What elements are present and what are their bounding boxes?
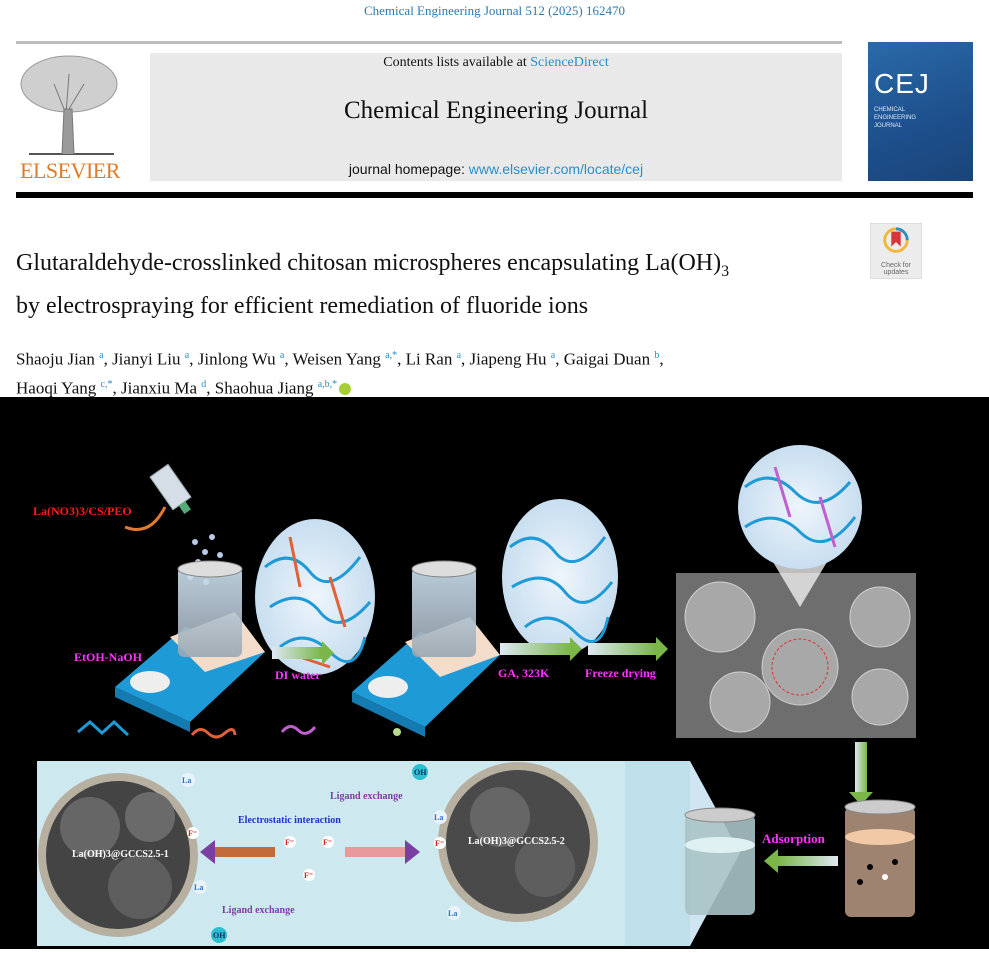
graphical-abstract-figure: La(NO3)3/CS/PEO EtOH-NaOH DI water GA, 3… (33, 445, 916, 946)
author-line: Shaoju Jian a, Jianyi Liu a, Jinlong Wu … (16, 349, 664, 369)
process-arrow-2 (500, 643, 570, 655)
interaction-arrow-right (345, 847, 405, 857)
sample2-label: La(OH)3@GCCS2.5-2 (468, 836, 565, 847)
author-affiliation[interactable]: a,* (385, 350, 398, 361)
legend-ga-icon (280, 725, 317, 735)
graphical-abstract: La(NO3)3/CS/PEO EtOH-NaOH DI water GA, 3… (0, 397, 989, 949)
ligand-exchange-top-label: Ligand exchange (330, 791, 403, 802)
author-affiliation[interactable]: a (279, 350, 285, 361)
journal-cover[interactable]: CEJ CHEMICAL ENGINEERING JOURNAL (868, 42, 973, 181)
microsphere-1 (38, 773, 198, 937)
fluoride-ion: F⁻ (304, 871, 313, 880)
journal-title: Chemical Engineering Journal (343, 97, 649, 124)
fluoride-ion-icons: F⁻ F⁻ F⁻ F⁻ F⁻ (187, 827, 446, 881)
process-arrow-down (855, 742, 867, 792)
crosslinked-mesh-3 (738, 445, 862, 569)
title-line1: Glutaraldehyde-crosslinked chitosan micr… (16, 250, 722, 276)
author-name[interactable]: Weisen Yang (292, 349, 381, 369)
bath-label: EtOH-NaOH (74, 650, 143, 664)
treated-water-beaker (684, 807, 756, 915)
contents-prefix: Contents lists available at (383, 55, 531, 70)
author-affiliation[interactable]: a (456, 350, 462, 361)
author-list: Shaoju Jian a, Jianyi Liu a, Jinlong Wu … (16, 343, 916, 400)
check-for-updates-button[interactable]: Check for updates (870, 223, 922, 279)
fluoride-ion: F⁻ (285, 838, 294, 847)
elsevier-tree-logo (14, 54, 126, 158)
contents-line: Contents lists available at ScienceDirec… (150, 55, 842, 71)
cover-subtitle: CHEMICAL ENGINEERING JOURNAL (874, 107, 917, 129)
header-divider (16, 41, 842, 44)
author-affiliation[interactable]: a (184, 350, 190, 361)
author-name[interactable]: Jianyi Liu (112, 349, 181, 369)
author-name[interactable]: Li Ran (405, 349, 453, 369)
adsorption-label: Adsorption (762, 831, 826, 846)
electrostatic-label: Electrostatic interaction (238, 815, 341, 826)
sciencedirect-link[interactable]: ScienceDirect (530, 55, 609, 70)
fluoride-ion: F⁻ (323, 838, 332, 847)
sample1-label: La(OH)3@GCCS2.5-1 (72, 849, 169, 860)
la-site: La (194, 883, 203, 892)
author-name[interactable]: Shaohua Jiang (214, 378, 314, 398)
author-affiliation[interactable]: a (99, 350, 104, 361)
oh-ion: OH (414, 768, 427, 777)
homepage-link[interactable]: www.elsevier.com/locate/cej (468, 161, 644, 177)
journal-banner: Contents lists available at ScienceDirec… (150, 53, 842, 181)
author-affiliation[interactable]: a,b,* (317, 378, 338, 390)
lanthanum-site-icons: La La La La (181, 773, 461, 920)
homepage-prefix: journal homepage: (348, 161, 469, 177)
la-site: La (434, 813, 443, 822)
journal-reference[interactable]: Chemical Engineering Journal 512 (2025) … (363, 3, 626, 18)
article-title: Glutaraldehyde-crosslinked chitosan micr… (16, 246, 861, 323)
author-affiliation[interactable]: c,* (100, 378, 113, 390)
step1-label: DI water (275, 668, 321, 682)
la-site: La (448, 909, 457, 918)
elsevier-wordmark: ELSEVIER (20, 158, 120, 183)
microsphere-2 (438, 762, 598, 922)
spray-bottle-icon (149, 463, 192, 514)
hydroxide-ion-icons: OH OH (211, 764, 428, 943)
title-subscript: 3 (721, 262, 730, 280)
homepage-line: journal homepage: www.elsevier.com/locat… (150, 161, 842, 177)
author-affiliation[interactable]: d (201, 378, 207, 390)
author-name[interactable]: Haoqi Yang (16, 378, 97, 398)
process-arrow-3 (588, 643, 656, 655)
interaction-arrow-left (215, 847, 275, 857)
legend-la-icon (393, 728, 401, 736)
process-arrow-1 (272, 647, 322, 659)
oh-ion: OH (213, 931, 226, 940)
orcid-icon[interactable] (339, 383, 352, 396)
author-affiliation[interactable]: b (654, 350, 660, 361)
crosslinked-mesh-2 (502, 499, 618, 655)
legend-chitosan-icon (77, 719, 130, 737)
title-line2: by electrospraying for efficient remedia… (16, 292, 589, 319)
author-name[interactable]: Jianxiu Ma (121, 378, 198, 398)
magnetic-stirrer-2 (352, 560, 500, 737)
legend-peo-icon (190, 728, 237, 739)
ligand-exchange-bottom-label: Ligand exchange (222, 905, 295, 916)
author-affiliation[interactable]: a (550, 350, 556, 361)
sem-microspheres (684, 581, 911, 733)
fluoride-water-beaker (844, 799, 916, 917)
cover-abbrev: CEJ (874, 68, 930, 99)
header-thick-divider (16, 192, 973, 198)
crossmark-label: Check for updates (881, 262, 911, 276)
crossmark-icon (883, 227, 909, 253)
step2-label: GA, 323K (498, 666, 550, 680)
sem-highlight-circle (771, 638, 829, 696)
title-line1-wrap: Glutaraldehyde-crosslinked chitosan micr… (16, 246, 861, 289)
curved-arrow-icon (124, 506, 167, 531)
adsorption-arrow (778, 856, 838, 866)
step3-label: Freeze drying (585, 666, 656, 680)
fluoride-ion: F⁻ (188, 829, 197, 838)
author-name[interactable]: Jiapeng Hu (469, 349, 547, 369)
magnetic-stirrer-1 (115, 560, 265, 732)
author-name[interactable]: Shaoju Jian (16, 349, 95, 369)
la-site: La (182, 776, 191, 785)
author-name[interactable]: Jinlong Wu (197, 349, 276, 369)
fluoride-ion: F⁻ (435, 839, 444, 848)
author-name[interactable]: Gaigai Duan (563, 349, 651, 369)
author-line: Haoqi Yang c,*, Jianxiu Ma d, Shaohua Ji… (16, 372, 916, 401)
precursor-label: La(NO3)3/CS/PEO (33, 504, 132, 518)
